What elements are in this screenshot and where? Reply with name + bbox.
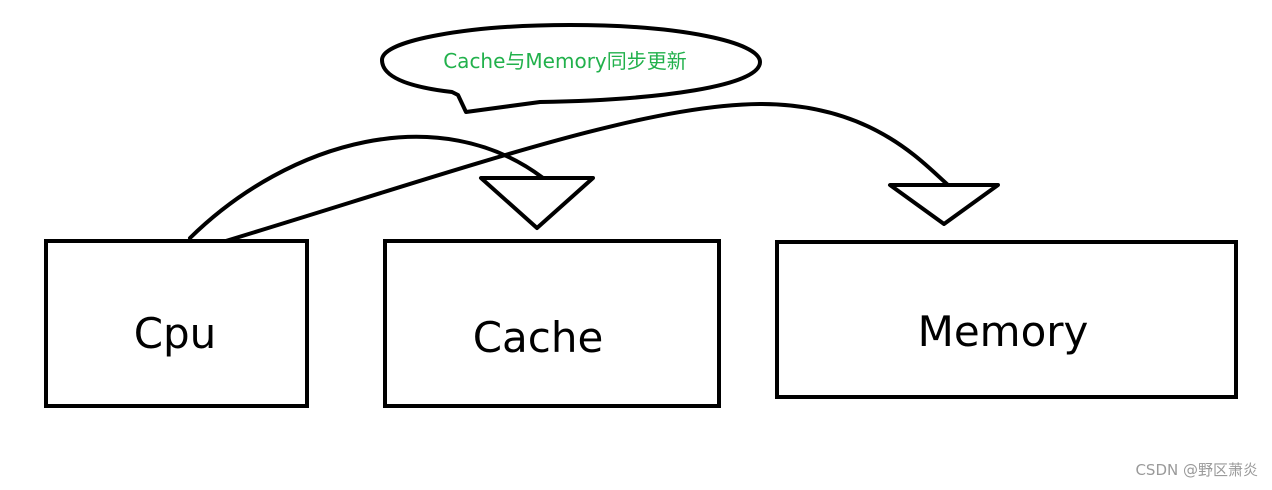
node-memory-box [775, 240, 1238, 399]
callout-text: Cache与Memory同步更新 [443, 49, 687, 73]
edge-cpu-to-cache [188, 134, 545, 240]
node-cache-box [383, 239, 721, 408]
node-cache: Cache [383, 239, 721, 408]
arrowhead-cache [479, 176, 595, 230]
node-cpu-label: Cpu [134, 309, 217, 358]
edge-cpu-to-memory [214, 101, 950, 246]
node-cpu-box [44, 239, 309, 408]
node-memory-label: Memory [918, 307, 1089, 356]
node-cache-label: Cache [473, 313, 604, 362]
node-memory: Memory [775, 240, 1238, 399]
node-cpu: Cpu [44, 239, 309, 408]
callout-bubble-shape [380, 23, 762, 114]
callout-bubble: Cache与Memory同步更新 [380, 23, 762, 114]
watermark-text: CSDN @野区萧炎 [1135, 461, 1258, 479]
arrowhead-memory [888, 183, 1000, 226]
